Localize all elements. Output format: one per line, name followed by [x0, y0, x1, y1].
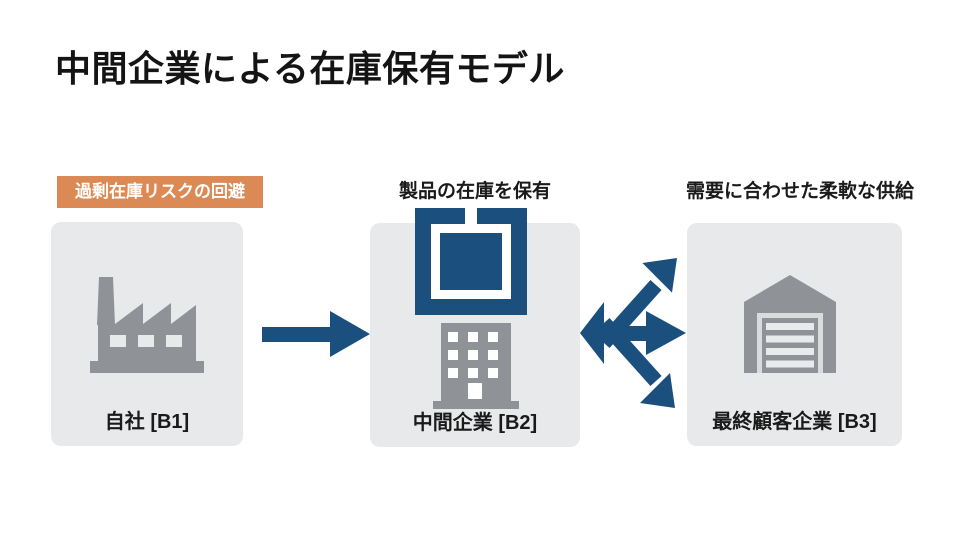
factory-icon — [90, 277, 204, 373]
b2-top-label: 製品の在庫を保有 — [398, 181, 551, 202]
node-final-customer-company: 最終顧客企業 [B3] — [687, 223, 902, 446]
b3-top-label: 需要に合わせた柔軟な供給 — [685, 181, 914, 202]
slide-title: 中間企業による在庫保有モデル — [55, 48, 565, 89]
risk-avoidance-tag: 過剰在庫リスクの回避 — [57, 176, 263, 208]
node-caption: 自社 [B1] — [104, 411, 190, 433]
inventory-box-icon — [415, 208, 527, 315]
node-caption: 中間企業 [B2] — [412, 412, 538, 434]
office-building-icon — [433, 323, 519, 409]
arrow-right-icon — [262, 311, 370, 357]
bidirectional-arrows-icon — [580, 258, 686, 408]
warehouse-icon — [744, 275, 836, 373]
node-caption: 最終顧客企業 [B3] — [712, 411, 877, 433]
